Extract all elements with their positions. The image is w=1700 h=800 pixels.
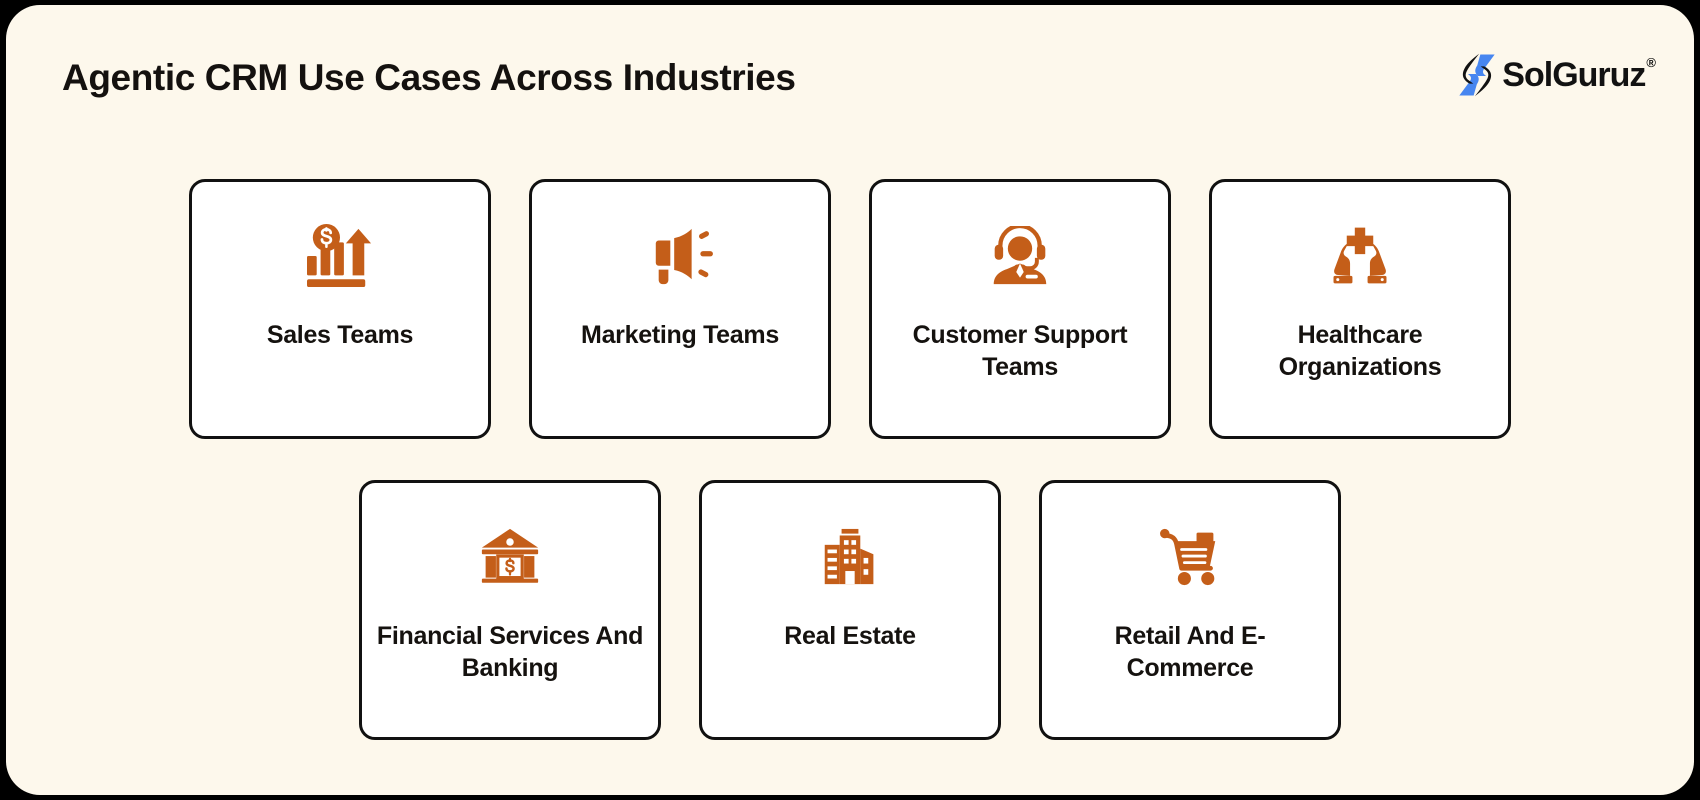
- card-customer-support-teams[interactable]: Customer Support Teams: [869, 179, 1171, 439]
- bank-building-dollar-icon: [471, 521, 549, 593]
- card-label: Customer Support Teams: [912, 321, 1128, 381]
- card-healthcare-organizations[interactable]: Healthcare Organizations: [1209, 179, 1511, 439]
- card-real-estate[interactable]: Real Estate: [699, 480, 1001, 740]
- card-label: Marketing Teams: [581, 321, 779, 349]
- hands-medical-cross-icon: [1321, 220, 1399, 292]
- card-marketing-teams[interactable]: Marketing Teams: [529, 179, 831, 439]
- card-row-2: Financial Services And Banking: [6, 480, 1694, 740]
- infographic-sheet: Agentic CRM Use Cases Across Industries …: [6, 5, 1694, 795]
- card-label: Real Estate: [784, 622, 916, 650]
- card-label: Sales Teams: [266, 321, 414, 349]
- headset-agent-icon: [981, 220, 1059, 292]
- card-label: Healthcare Organizations: [1278, 321, 1442, 381]
- office-buildings-icon: [811, 521, 889, 593]
- header: Agentic CRM Use Cases Across Industries …: [6, 5, 1694, 130]
- registered-trademark-symbol: ®: [1646, 55, 1656, 70]
- megaphone-icon: [641, 220, 719, 292]
- brand-logo: SolGuruz ®: [1456, 53, 1656, 99]
- page-title: Agentic CRM Use Cases Across Industries: [62, 57, 796, 98]
- sales-growth-chart-icon: [301, 220, 379, 292]
- brand-name: SolGuruz: [1502, 56, 1646, 94]
- solguruz-logo-mark-icon: [1456, 53, 1498, 97]
- card-sales-teams[interactable]: Sales Teams: [189, 179, 491, 439]
- card-financial-services-and-banking[interactable]: Financial Services And Banking: [359, 480, 661, 740]
- card-label: Retail And E-Commerce: [1114, 622, 1266, 682]
- card-label: Financial Services And Banking: [376, 622, 644, 682]
- card-row-1: Sales Teams Marketing Teams: [6, 179, 1694, 439]
- card-retail-and-e-commerce[interactable]: Retail And E-Commerce: [1039, 480, 1341, 740]
- shopping-cart-icon: [1151, 521, 1229, 593]
